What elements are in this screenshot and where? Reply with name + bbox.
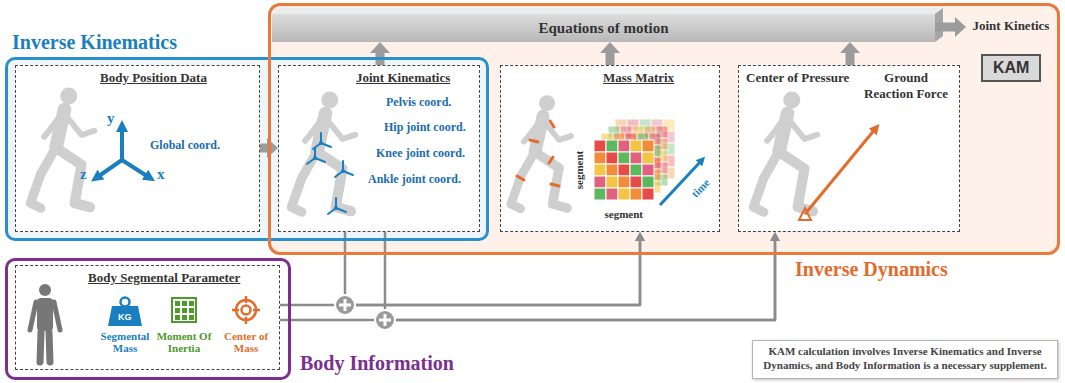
arrow-head [770, 232, 780, 241]
arrow-head [635, 232, 645, 241]
arrow-head [955, 17, 966, 37]
panel-title: Body Segmental Parameter [88, 270, 240, 286]
coord-label: Hip joint coord. [384, 120, 466, 135]
connector-line [260, 144, 267, 153]
arrow-head [840, 42, 860, 53]
axis-label: segment [573, 151, 585, 190]
arrow-head [770, 232, 780, 241]
panel-title: Center of Pressure [746, 70, 849, 86]
axis-label: x [157, 166, 165, 183]
flow-connector [385, 232, 780, 320]
block-arrow [370, 42, 390, 65]
panel-box: Joint KinematicsPelvis coord. Hip joint c… [278, 65, 480, 232]
panel-box: Mass Matrix segment segment time [500, 65, 720, 232]
region-box: Inverse DynamicsEquations of motionMass … [268, 3, 1060, 255]
connector-line [345, 232, 640, 305]
arrow-head [600, 42, 620, 53]
icon-label: Moment Of Inertia [151, 330, 217, 354]
coord-label: Ankle joint coord. [368, 172, 461, 187]
plus-circle [335, 295, 355, 315]
bar-title: Equations of motion [539, 20, 669, 37]
connector-line [385, 232, 775, 320]
note-text: KAM calculation involves Inverse Kinemat… [759, 345, 1051, 373]
axis-label: segment [605, 208, 644, 220]
block-arrow [840, 42, 860, 65]
connector-line [606, 53, 615, 65]
flow-connector [280, 232, 645, 305]
icon-label: Center of Mass [216, 330, 276, 354]
output-node: KAM Joint Kinetics [966, 16, 1056, 92]
coord-label: Knee joint coord. [376, 146, 465, 161]
panel-box: Body Position Data y z x Global coord. [15, 65, 260, 232]
panel-title: Joint Kinetics [973, 18, 1050, 34]
axis-label: time [688, 176, 711, 199]
region-title: Inverse Kinematics [12, 31, 177, 54]
icon-label: Segmental Mass [93, 330, 157, 354]
panel-title: Joint Kinematics [356, 70, 450, 86]
region-title: Inverse Dynamics [795, 258, 948, 281]
output-box: KAM [981, 54, 1041, 82]
connector-line [280, 241, 640, 305]
connector-line [846, 53, 855, 65]
flow-connector [345, 232, 645, 305]
panel-title: Mass Matrix [603, 70, 674, 86]
panel-title: Body Position Data [100, 70, 207, 86]
connector-line [935, 23, 955, 32]
plus-circle [375, 310, 395, 330]
panel-title: Ground Reaction Force [858, 70, 954, 102]
arrow-head [370, 42, 390, 53]
equation-bar: Equations of motion [272, 14, 935, 42]
note-box: KAM calculation involves Inverse Kinemat… [752, 340, 1058, 379]
region-title: Body Information [300, 352, 454, 375]
panel-box: Body Segmental ParameterKG Segmental Mass… [15, 265, 280, 370]
region-box: Body InformationBody Segmental Parameter… [5, 258, 291, 380]
axis-label: y [107, 110, 115, 127]
region-box: Inverse KinematicsBody Position DatayzxG… [5, 57, 489, 241]
block-arrow [600, 42, 620, 65]
axis-label: z [80, 166, 87, 183]
arrow-head [635, 232, 645, 241]
block-arrow [935, 17, 966, 37]
output-label: KAM [993, 59, 1029, 77]
flow-connector [280, 232, 780, 320]
coord-label: Pelvis coord. [386, 95, 451, 110]
icon-label: KG [118, 312, 132, 322]
coord-label: Global coord. [150, 138, 220, 153]
panel-box: Center of Pressure Ground Reaction Force [738, 65, 960, 232]
